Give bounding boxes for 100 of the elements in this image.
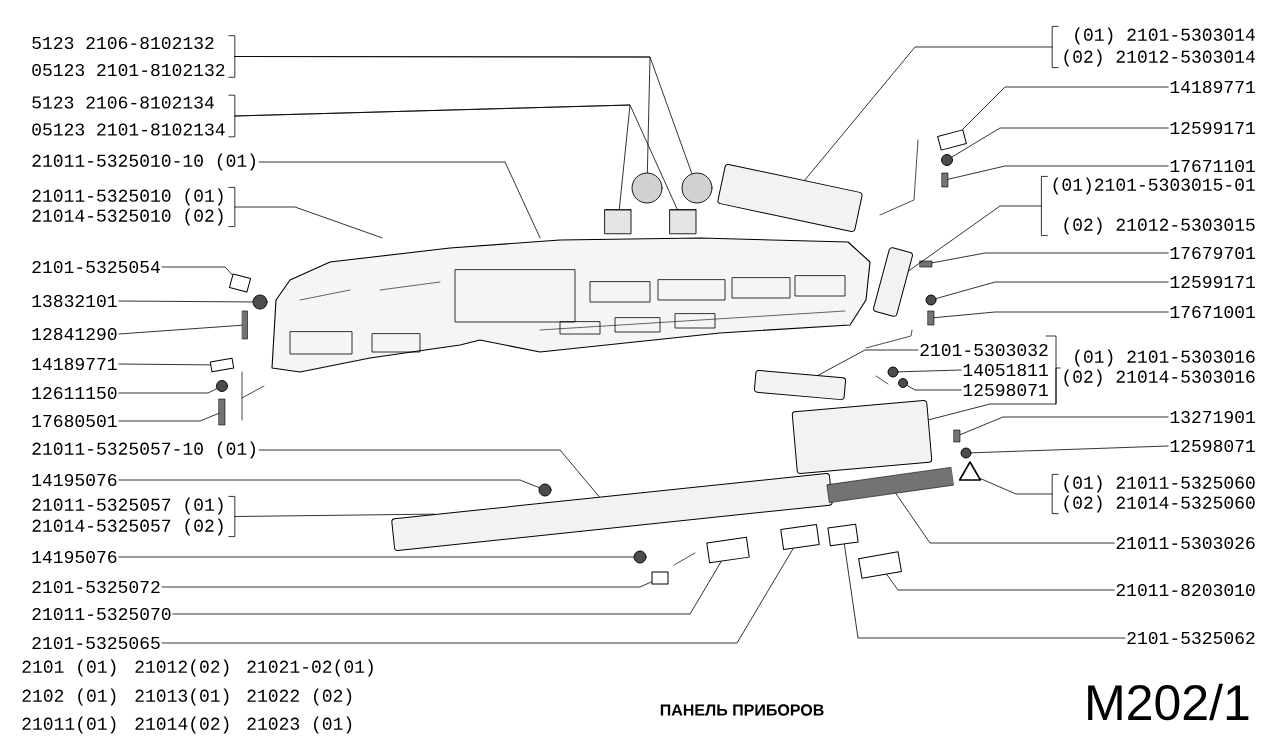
- lamp: [858, 551, 902, 579]
- leader-line: [161, 548, 794, 644]
- leader-line: [947, 165, 1169, 180]
- part-number: 12598071: [1170, 439, 1255, 453]
- part-number: 21011-5325070: [32, 607, 171, 621]
- leader-line: [959, 416, 1169, 436]
- part-number: 2101-5325072: [32, 580, 160, 594]
- nut: [887, 366, 899, 378]
- part-number-pair: (01) 2101-5303014 (02) 21012-5303014: [1064, 27, 1255, 67]
- part-number: 14189771: [32, 357, 117, 371]
- part-number: 12841290: [32, 327, 117, 341]
- glove-box: [791, 400, 933, 474]
- part-number: 21011-5325057-10 (01): [32, 441, 255, 459]
- leader-line: [898, 369, 962, 373]
- leader-line: [908, 205, 1042, 272]
- part-number: 21011-8203010: [1116, 583, 1255, 597]
- part-number: 14189771: [1170, 80, 1255, 94]
- trim-strip: [826, 467, 954, 503]
- leader-line: [161, 266, 233, 276]
- part-number: 17671001: [1170, 305, 1255, 319]
- clip: [651, 571, 669, 585]
- part-number: 2101-5325062: [1127, 631, 1255, 645]
- leader-line: [886, 574, 1115, 591]
- shelf: [717, 163, 863, 233]
- part-number: 12611150: [32, 386, 117, 400]
- switch-cover: [706, 536, 750, 564]
- dashboard-drawing: [271, 237, 871, 373]
- screw: [218, 398, 226, 426]
- leader-line: [906, 385, 962, 391]
- leader-line: [118, 556, 634, 558]
- part-number: 12599171: [1170, 121, 1255, 135]
- leader-line: [234, 513, 435, 517]
- screw: [953, 429, 961, 443]
- leader-line: [928, 367, 1061, 421]
- frame: [827, 523, 859, 547]
- part-number: 13832101: [32, 294, 117, 308]
- leader-line: [804, 46, 1053, 181]
- part-number-pair: 21011-5325010 (01) 21014-5325010 (02): [32, 188, 223, 226]
- leader-line: [118, 479, 540, 488]
- part-number: 2101-5325054: [32, 260, 160, 274]
- leader-line: [234, 206, 383, 239]
- part-number: 2101-5325065: [32, 636, 160, 650]
- part-number: 17679701: [1170, 246, 1255, 260]
- leader-line: [933, 311, 1169, 319]
- leader-line: [118, 300, 253, 303]
- leader-line: [844, 544, 1126, 639]
- part-number-pair: 5123 2106-8102134 05123 2101-8102134: [32, 96, 225, 136]
- part-number-pair: (01) 2101-5303016 (02) 21014-5303016: [1064, 349, 1255, 387]
- knob: [252, 294, 268, 310]
- part-number: 14051811: [963, 363, 1048, 377]
- leader-line: [118, 388, 218, 394]
- part-number: 14195076: [32, 473, 117, 487]
- leader-line: [172, 561, 722, 615]
- part-number: 12599171: [1170, 275, 1255, 289]
- mounting-bracket: [753, 369, 847, 401]
- part-number: 13271901: [1170, 410, 1255, 424]
- title: ПАНЕЛЬ ПРИБОРОВ: [660, 704, 824, 716]
- leader-line: [971, 445, 1169, 454]
- model-code: 2101 (01): [22, 659, 116, 677]
- part-number-pair: (01)2101-5303015-01 (02) 21012-5303015: [1053, 177, 1255, 235]
- screw: [919, 260, 933, 268]
- sheet-number: M202/1: [1088, 683, 1249, 721]
- vent-grille: [631, 172, 663, 204]
- part-number: 14195076: [32, 550, 117, 564]
- nut: [898, 378, 908, 388]
- leader-line: [818, 349, 919, 376]
- part-number: 21011-5325010-10 (01): [32, 153, 255, 171]
- model-code: 21013(01): [135, 688, 229, 706]
- part-number: 17680501: [32, 414, 117, 428]
- screw: [941, 172, 949, 188]
- model-code: 21022 (02): [247, 688, 352, 706]
- leader-line: [118, 363, 211, 366]
- model-code: 21014(02): [135, 716, 229, 734]
- leader-line: [895, 493, 1115, 544]
- nut: [633, 550, 647, 564]
- screw: [927, 310, 935, 326]
- pin: [242, 310, 248, 340]
- model-code: 21021-02(01): [247, 659, 373, 677]
- leader-line: [962, 86, 1169, 130]
- part-number-pair: 21011-5325057 (01) 21014-5325057 (02): [32, 497, 223, 536]
- leader-line: [951, 127, 1169, 158]
- part-number: 21011-5303026: [1116, 536, 1255, 550]
- leader-line: [118, 412, 220, 422]
- mounting-bracket: [229, 273, 251, 293]
- part-number: 12598071: [963, 383, 1048, 397]
- nut: [216, 380, 228, 392]
- leader-line: [980, 478, 1053, 495]
- part-number: 17671101: [1170, 159, 1255, 173]
- nut: [960, 447, 972, 459]
- leader-line: [258, 161, 541, 239]
- washer: [925, 294, 937, 306]
- leader-line: [935, 281, 1169, 299]
- trim-corner: [958, 461, 982, 481]
- part-number-pair: 5123 2106-8102132 05123 2101-8102132: [32, 36, 225, 77]
- model-code: 2102 (01): [22, 688, 116, 706]
- model-code: 21012(02): [135, 659, 229, 677]
- vent-housing: [669, 209, 697, 235]
- leader-line: [931, 252, 1169, 264]
- clip: [209, 357, 235, 373]
- leader-line: [161, 581, 652, 588]
